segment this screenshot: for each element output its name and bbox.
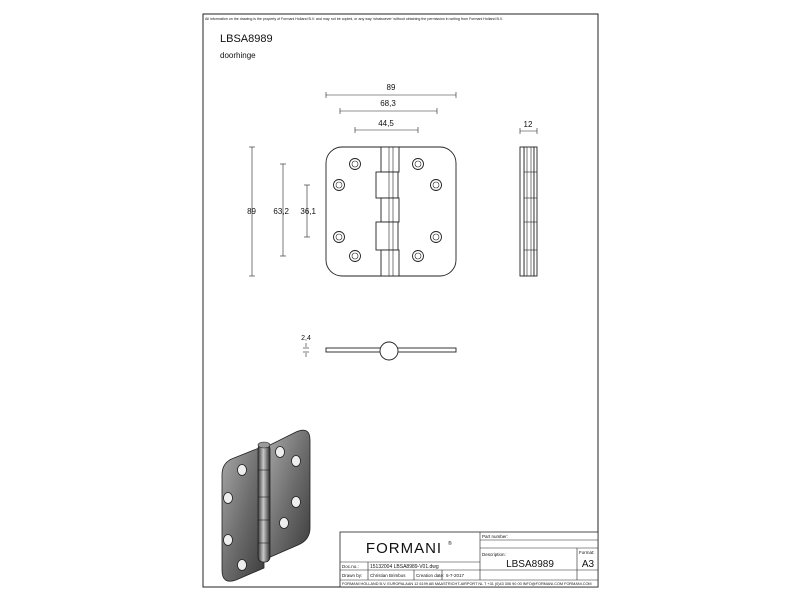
hinge-iso-view [221,429,311,582]
knuckle [375,221,399,251]
disclaimer-text: All information on the drawing is the pr… [205,17,503,21]
format-value: A3 [582,559,595,570]
creation-date-value: 5-7-2017 [446,573,465,578]
product-code: LBSA8989 [220,33,273,45]
dim-height-overall: 89 [247,207,256,216]
product-name: doorhinge [220,51,256,60]
dim-width-inner: 44,5 [378,119,394,128]
dim-width-mid: 68,3 [380,99,396,108]
hinge-front-view [325,146,457,277]
drawn-by-value: Christian Brimbos [370,573,406,578]
knuckle [375,171,399,199]
brand-registered: ® [448,540,452,547]
top-knuckle [379,341,399,361]
format-label: Format: [579,550,595,555]
title-block: FORMANI ® Part number: Description: LBSA… [339,531,599,588]
side-leaf [533,146,538,277]
brand-logo: FORMANI [366,540,442,557]
height-dimensions: 89 63,2 36,1 [247,146,317,277]
iso-screw-holes [223,446,301,571]
width-dimensions: 89 68,3 44,5 [325,83,457,133]
dim-thickness: 12 [524,120,533,129]
dim-height-mid: 63,2 [273,207,289,216]
iso-knuckle [257,443,271,563]
hinge-side-view: 12 [519,120,538,277]
drawn-by-label: Drawn by: [342,573,362,578]
knuckle [380,197,400,223]
iso-right-leaf [267,429,311,559]
footer-address: FORMANI HOLLAND B.V. EUROPALAAN 12 6199 … [342,582,592,586]
description-label: Description: [482,552,506,557]
hinge-top-view: 2,4 [301,335,457,361]
dim-width-overall: 89 [387,83,396,92]
iso-left-leaf [221,445,265,582]
dim-leaf-thickness: 2,4 [301,335,311,342]
description-value: LBSA8989 [506,559,554,570]
knuckle [380,249,400,277]
doc-no-label: Doc.no.: [342,564,359,569]
part-number-label: Part number: [482,534,508,539]
knuckle [380,146,400,173]
creation-date-label: Creation date: [416,573,444,578]
screw-holes [333,158,442,262]
dim-height-inner: 36,1 [300,207,316,216]
side-leaf [519,146,525,277]
doc-no-value: 15132004 LBSA8989-V01.dwg [370,564,439,570]
side-leaf [523,146,535,277]
